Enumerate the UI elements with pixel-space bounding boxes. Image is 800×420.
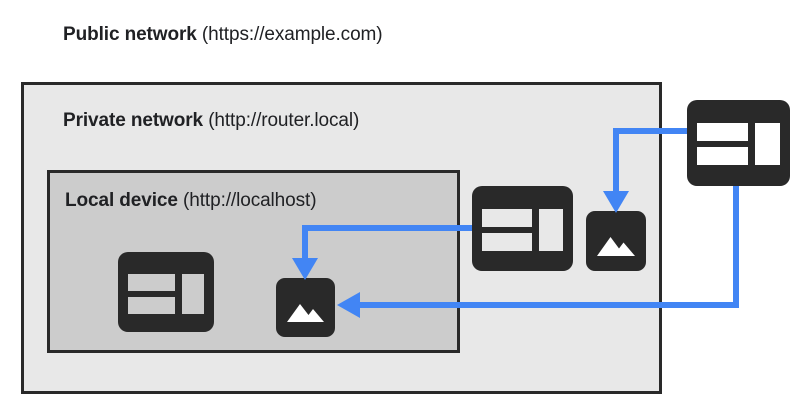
image-icon	[276, 278, 335, 337]
private-network-name: Private network	[63, 110, 203, 131]
image-icon	[586, 211, 646, 271]
public-network-name: Public network	[63, 24, 197, 45]
private-network-label: Private network (http://router.local)	[63, 110, 359, 132]
local-device-label: Local device (http://localhost)	[65, 190, 317, 212]
browser-window-icon	[687, 100, 790, 186]
local-device-url: (http://localhost)	[183, 190, 317, 211]
public-network-label: Public network (https://example.com)	[63, 24, 383, 46]
local-device-name: Local device	[65, 190, 178, 211]
browser-window-icon	[472, 186, 573, 271]
browser-window-icon	[118, 252, 214, 332]
public-network-url: (https://example.com)	[201, 24, 383, 45]
private-network-url: (http://router.local)	[208, 110, 360, 131]
